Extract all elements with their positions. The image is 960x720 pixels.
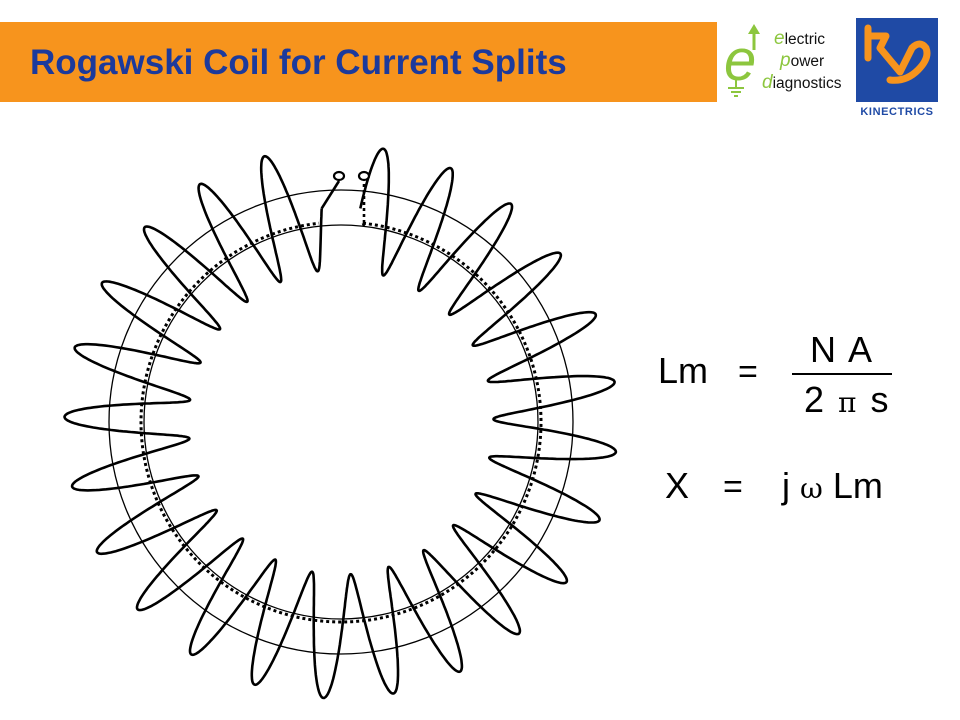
eq2-equals: = (723, 468, 743, 506)
epd-mark-letter: e (724, 28, 756, 93)
kinectrics-wordmark: KINECTRICS (860, 106, 934, 118)
coil-winding-icon (63, 147, 618, 700)
page-title: Rogawski Coil for Current Splits (30, 43, 567, 82)
eq1-equals: = (738, 353, 758, 391)
kinectrics-logo: KINECTRICS (852, 18, 942, 126)
return-wire-icon (139, 221, 543, 624)
epd-mark-icon: e (724, 24, 760, 97)
eq2-lhs: X (665, 465, 690, 506)
eq2-rhs: j ω Lm (782, 465, 883, 506)
epd-logo: e electric power diagnostics (720, 24, 850, 100)
title-bar: Rogawski Coil for Current Splits (0, 22, 717, 102)
toroid-core-icon (108, 189, 574, 655)
epd-line-power: power (780, 50, 825, 71)
epd-line-diagnostics: diagnostics (762, 72, 842, 93)
eq1-denominator: 2 π s (804, 379, 891, 420)
eq1-numerator: N A (810, 329, 875, 370)
epd-line-electric: electric (774, 28, 826, 49)
eq1-fraction-bar (792, 373, 892, 375)
eq1-lhs: Lm (658, 350, 709, 391)
kinectrics-mark-icon (856, 18, 938, 102)
terminal-icon (320, 170, 371, 227)
